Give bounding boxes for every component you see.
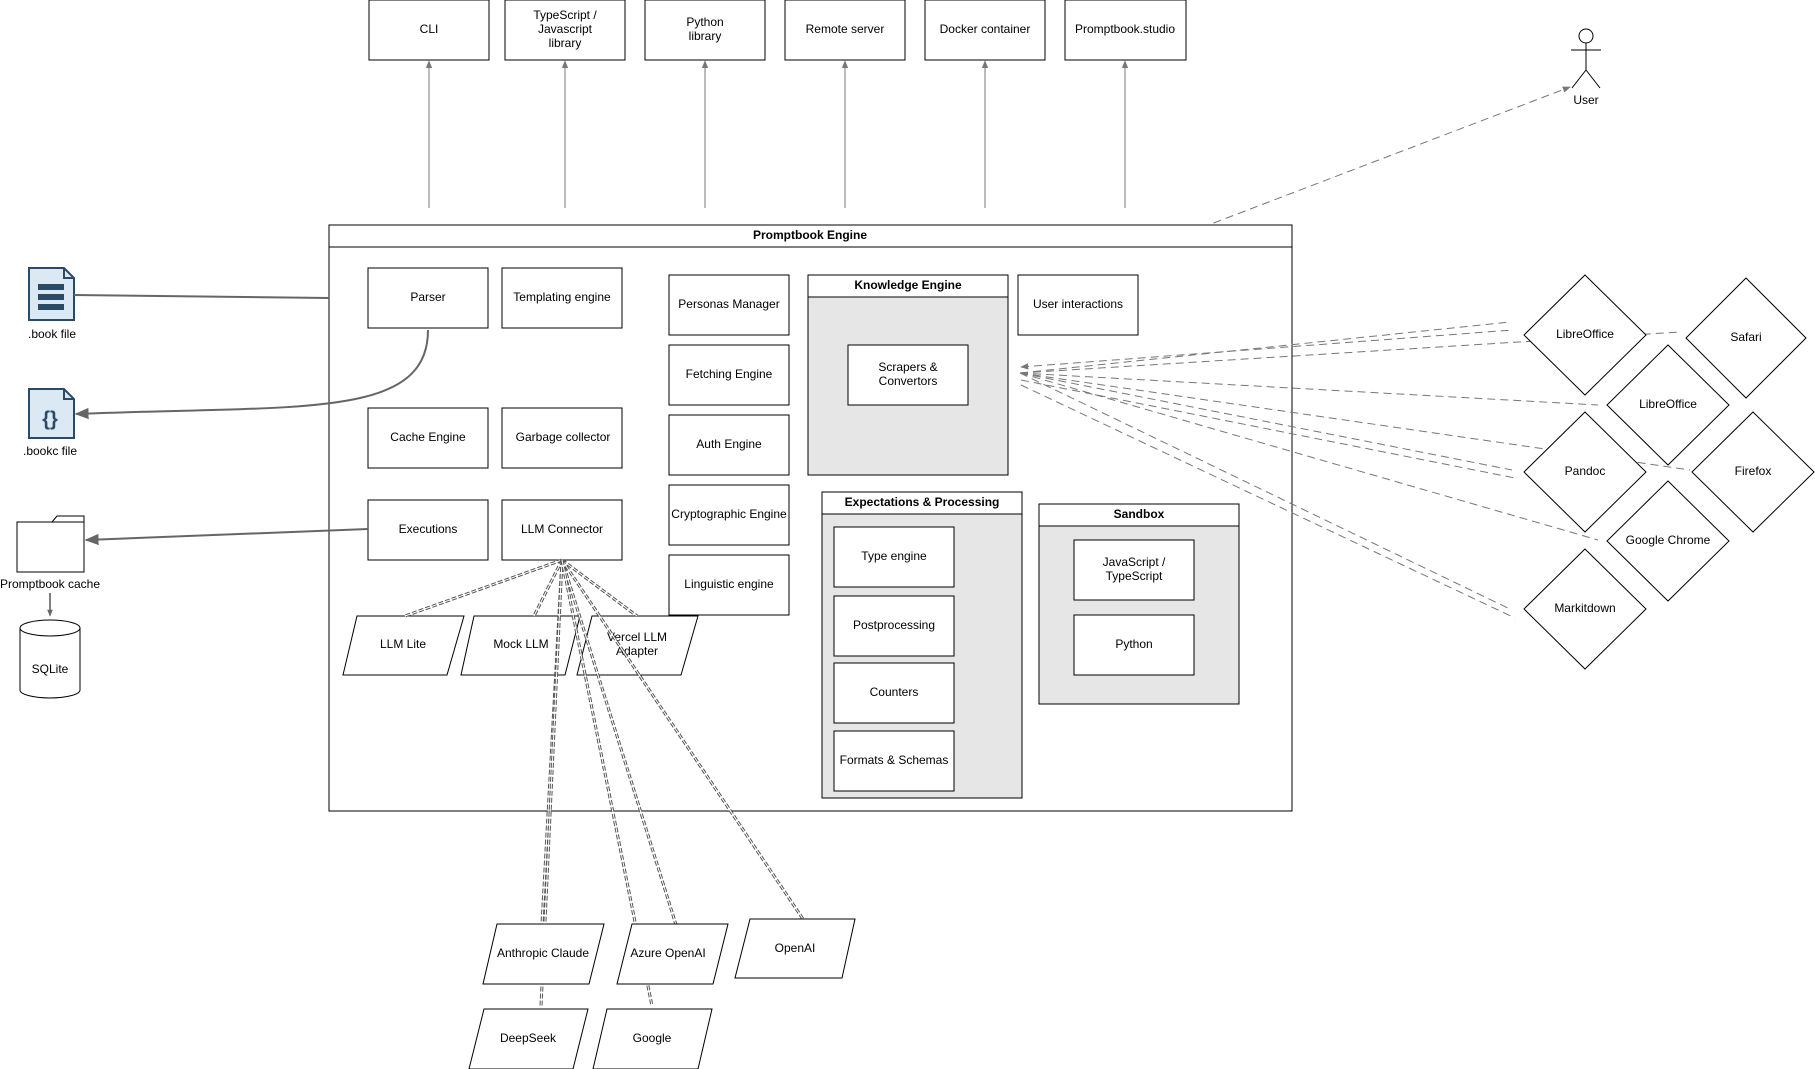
tool-markitdown: Markitdown <box>1523 548 1647 670</box>
output-cli: CLI <box>368 0 490 61</box>
book-file-label: .book file <box>28 327 76 341</box>
auth-engine-box: Auth Engine <box>668 414 790 476</box>
provider-azure-openai-label: Azure OpenAI <box>630 946 705 960</box>
output-remote-server: Remote server <box>784 0 906 61</box>
database-icon <box>19 619 81 699</box>
document-icon <box>28 267 75 321</box>
linguistic-engine-box: Linguistic engine <box>668 554 790 616</box>
sandbox-title: Sandbox <box>1114 507 1165 521</box>
fetching-engine-box: Fetching Engine <box>668 344 790 406</box>
mock-llm-label: Mock LLM <box>493 637 548 651</box>
provider-openai: OpenAI <box>734 918 856 979</box>
sandbox-python-label: Python <box>1115 637 1152 651</box>
bookc-file-label: .bookc file <box>23 444 77 458</box>
parser-to-bookc-link <box>74 329 429 420</box>
type-engine-label: Type engine <box>861 549 927 563</box>
templating-engine-label: Templating engine <box>513 290 611 304</box>
templating-engine-box: Templating engine <box>501 267 623 329</box>
engine-title: Promptbook Engine <box>753 228 867 242</box>
provider-deepseek: DeepSeek <box>468 1008 589 1069</box>
sandbox-container: Sandbox JavaScript /TypeScript Python <box>1038 503 1240 705</box>
knowledge-engine-title: Knowledge Engine <box>854 278 962 292</box>
user-interactions-box: User interactions <box>1017 274 1139 336</box>
tool-google-chrome-label: Google Chrome <box>1626 533 1711 547</box>
tool-safari-label: Safari <box>1730 330 1761 344</box>
tool-libreoffice-2: LibreOffice <box>1606 344 1730 466</box>
mock-llm-adapter: Mock LLM <box>460 615 581 676</box>
postprocessing-label: Postprocessing <box>853 618 935 632</box>
json-document-icon: {} <box>28 388 75 439</box>
llm-lite-label: LLM Lite <box>380 637 426 651</box>
linguistic-engine-label: Linguistic engine <box>684 577 774 591</box>
tool-firefox: Firefox <box>1691 411 1815 533</box>
auth-engine-label: Auth Engine <box>696 437 762 451</box>
svg-text:{}: {} <box>42 408 58 430</box>
tool-libreoffice-1-label: LibreOffice <box>1556 327 1614 341</box>
provider-google: Google <box>592 1008 713 1069</box>
llm-lite-adapter: LLM Lite <box>342 615 465 676</box>
tool-pandoc: Pandoc <box>1523 411 1647 533</box>
personas-manager-box: Personas Manager <box>668 274 790 336</box>
output-promptbook-studio: Promptbook.studio <box>1064 0 1187 61</box>
tool-pandoc-label: Pandoc <box>1565 464 1606 478</box>
garbage-collector-box: Garbage collector <box>501 407 623 469</box>
knowledge-engine-container: Knowledge Engine Scrapers &Convertors <box>807 274 1009 476</box>
provider-google-label: Google <box>633 1031 672 1045</box>
book-to-parser-link <box>73 294 330 299</box>
cryptographic-engine-box: Cryptographic Engine <box>668 484 790 546</box>
tool-firefox-label: Firefox <box>1735 464 1772 478</box>
executions-label: Executions <box>399 522 458 536</box>
expectations-title: Expectations & Processing <box>845 495 1000 509</box>
promptbook-cache-label: Promptbook cache <box>0 577 100 591</box>
scrapers-convertors-label: Scrapers &Convertors <box>878 360 937 388</box>
executions-to-cache-link <box>84 528 369 546</box>
executions-box: Executions <box>367 499 489 561</box>
user-interactions-label: User interactions <box>1033 297 1123 311</box>
user-interaction-link <box>1079 86 1571 275</box>
cache-engine-label: Cache Engine <box>390 430 466 444</box>
tool-libreoffice-2-label: LibreOffice <box>1639 397 1697 411</box>
parser-box: Parser <box>367 267 489 329</box>
llm-connector-label: LLM Connector <box>521 522 603 536</box>
fetching-engine-label: Fetching Engine <box>686 367 773 381</box>
sandbox-javascript-label: JavaScript /TypeScript <box>1103 555 1166 583</box>
sqlite-label: SQLite <box>32 662 69 676</box>
output-docker-container-label: Docker container <box>940 22 1031 36</box>
provider-openai-label: OpenAI <box>775 941 816 955</box>
output-promptbook-studio-label: Promptbook.studio <box>1075 22 1175 36</box>
output-docker-container: Docker container <box>924 0 1046 61</box>
folder-icon <box>16 515 85 573</box>
output-arrows <box>425 60 1129 208</box>
garbage-collector-label: Garbage collector <box>516 430 611 444</box>
provider-anthropic-claude-label: Anthropic Claude <box>497 946 589 960</box>
cache-engine-box: Cache Engine <box>367 407 489 469</box>
cryptographic-engine-label: Cryptographic Engine <box>671 507 787 521</box>
tool-safari: Safari <box>1685 277 1807 399</box>
user-stick-figure-icon <box>1571 28 1601 89</box>
provider-deepseek-label: DeepSeek <box>500 1031 557 1045</box>
formats-schemas-label: Formats & Schemas <box>840 753 949 767</box>
provider-anthropic-claude: Anthropic Claude <box>482 923 605 985</box>
counters-label: Counters <box>870 685 919 699</box>
tool-libreoffice-1: LibreOffice <box>1523 274 1647 396</box>
llm-connector-box: LLM Connector <box>501 499 623 561</box>
expectations-processing-container: Expectations & Processing Type engine Po… <box>821 491 1023 799</box>
output-cli-label: CLI <box>420 22 439 36</box>
output-remote-server-label: Remote server <box>806 22 885 36</box>
tool-google-chrome: Google Chrome <box>1606 480 1730 602</box>
provider-azure-openai: Azure OpenAI <box>616 923 729 985</box>
personas-manager-label: Personas Manager <box>678 297 779 311</box>
tool-markitdown-label: Markitdown <box>1554 601 1615 615</box>
parser-label: Parser <box>410 290 445 304</box>
user-label: User <box>1573 93 1598 107</box>
